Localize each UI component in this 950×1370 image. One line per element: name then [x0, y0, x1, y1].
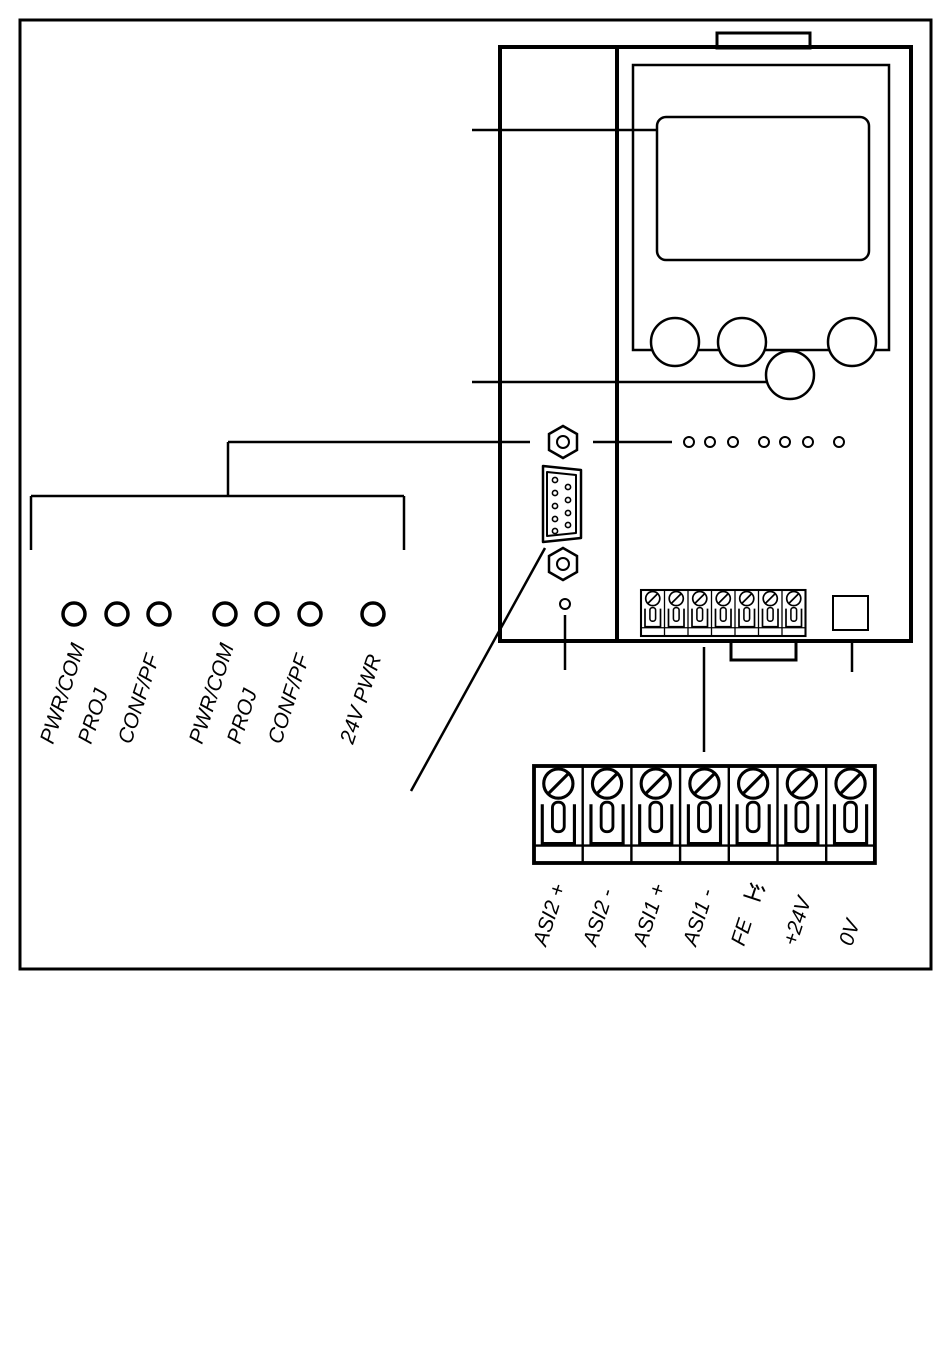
wire-clamp	[542, 802, 574, 843]
hex-standoff-bottom	[549, 548, 577, 580]
screw-icon	[544, 769, 573, 798]
led-label: PROJ	[74, 686, 113, 747]
led-icon	[362, 603, 384, 625]
screw-icon	[693, 592, 707, 606]
terminal-label: ASI1 +	[628, 881, 670, 951]
terminal-label: ASI2 +	[528, 881, 570, 951]
screw-icon	[763, 592, 777, 606]
button-icon[interactable]	[828, 318, 876, 366]
screw-icon	[836, 769, 865, 798]
led-icon	[705, 437, 715, 447]
led-icon	[834, 437, 844, 447]
terminal-label: ASI1 -	[678, 886, 719, 951]
wire-clamp	[786, 608, 802, 627]
screw-icon	[739, 769, 768, 798]
led-icon	[214, 603, 236, 625]
button-icon[interactable]	[718, 318, 766, 366]
reset-hole	[560, 599, 570, 609]
led-label: CONF/PF	[264, 651, 315, 747]
led-label: PROJ	[223, 686, 262, 747]
wire-clamp	[715, 608, 731, 627]
screw-icon	[740, 592, 754, 606]
screw-icon	[716, 592, 730, 606]
screw-icon	[787, 769, 816, 798]
screw-icon	[592, 769, 621, 798]
wire-clamp	[591, 802, 623, 843]
led-icon	[780, 437, 790, 447]
wire-clamp	[640, 802, 672, 843]
screw-icon	[641, 769, 670, 798]
device-terminal-block	[641, 590, 806, 636]
sub-d-connector-icon	[543, 466, 581, 542]
led-icon	[63, 603, 85, 625]
screw-icon	[669, 592, 683, 606]
panel-bezel	[633, 65, 889, 350]
wire-clamp	[692, 608, 708, 627]
terminal-labels: ASI2 + ASI2 - ASI1 + ASI1 - FE +24V 0V	[528, 881, 865, 951]
led-labels: PWR/COM PROJ CONF/PF PWR/COM PROJ CONF/P…	[36, 640, 386, 747]
square-port	[833, 596, 868, 630]
led-icon	[728, 437, 738, 447]
led-label: CONF/PF	[114, 651, 165, 747]
wire-clamp	[645, 608, 661, 627]
terminal-label: FE	[727, 915, 757, 949]
led-icon	[256, 603, 278, 625]
wire-clamp	[786, 802, 818, 843]
wire-clamp	[834, 802, 866, 843]
led-icon	[148, 603, 170, 625]
hex-standoff-top	[549, 426, 577, 458]
figure-frame	[20, 20, 931, 969]
led-icon	[684, 437, 694, 447]
led-icon	[803, 437, 813, 447]
wire-clamp	[668, 608, 684, 627]
screw-icon	[690, 769, 719, 798]
led-icon	[299, 603, 321, 625]
button-icon[interactable]	[651, 318, 699, 366]
button-icon[interactable]	[766, 351, 814, 399]
terminal-block	[534, 766, 875, 863]
display-icon	[657, 117, 869, 260]
screw-icon	[646, 592, 660, 606]
screw-icon	[787, 592, 801, 606]
led-icon	[759, 437, 769, 447]
front-panel	[633, 65, 889, 399]
led-label: 24V PWR	[336, 652, 387, 748]
wire-clamp	[762, 608, 778, 627]
led-icon	[106, 603, 128, 625]
wire-clamp	[739, 608, 755, 627]
callout-led-row	[63, 603, 384, 625]
terminal-label: ASI2 -	[578, 886, 619, 951]
wire-clamp	[737, 802, 769, 843]
device-led-row	[684, 437, 844, 447]
terminal-label: 0V	[835, 915, 865, 948]
terminal-label: +24V	[779, 892, 817, 948]
bottom-clip	[731, 641, 796, 660]
ground-icon	[743, 882, 765, 901]
wire-clamp	[688, 802, 720, 843]
leader-line-connector	[411, 548, 545, 791]
